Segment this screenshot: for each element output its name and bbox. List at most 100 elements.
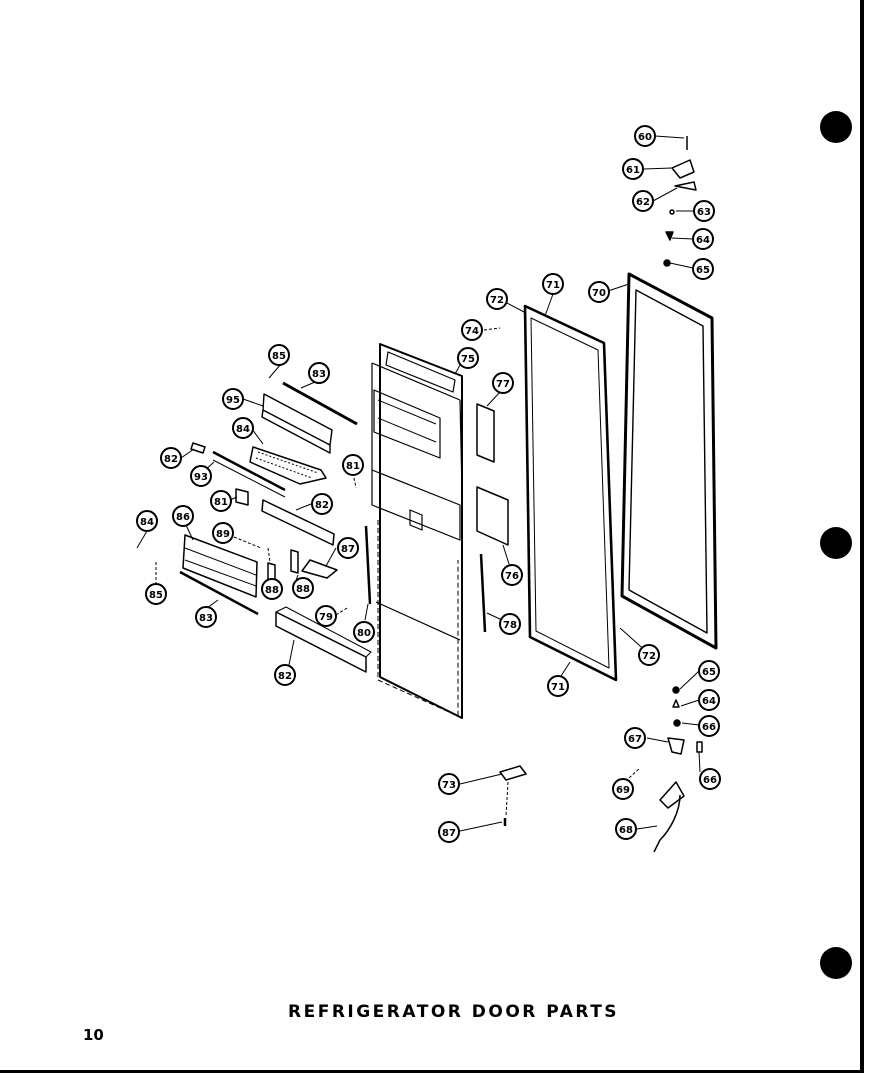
svg-text:93: 93 (194, 472, 208, 483)
svg-text:87: 87 (442, 828, 456, 839)
callout-87-left: 87 (337, 537, 359, 559)
svg-text:84: 84 (140, 517, 154, 528)
callout-77: 77 (492, 372, 514, 394)
callout-66-a: 66 (698, 715, 720, 737)
svg-text:87: 87 (341, 544, 355, 555)
svg-text:69: 69 (616, 785, 630, 796)
callout-81-right: 81 (342, 454, 364, 476)
svg-text:79: 79 (319, 612, 333, 623)
callout-69: 69 (612, 778, 634, 800)
svg-text:67: 67 (628, 734, 642, 745)
callout-66-b: 66 (699, 768, 721, 790)
svg-text:78: 78 (503, 620, 517, 631)
callout-64: 64 (692, 228, 714, 250)
callout-72-top: 72 (486, 288, 508, 310)
svg-text:62: 62 (636, 197, 650, 208)
part-shelf-middle (261, 499, 335, 546)
callout-64-lower: 64 (698, 689, 720, 711)
part-egg-tray (249, 446, 327, 485)
svg-text:82: 82 (315, 500, 329, 511)
callout-95: 95 (222, 388, 244, 410)
svg-text:81: 81 (214, 497, 228, 508)
svg-text:71: 71 (546, 280, 560, 291)
page-number: 10 (83, 1026, 104, 1044)
svg-text:88: 88 (296, 584, 310, 595)
svg-text:65: 65 (702, 667, 716, 678)
svg-text:64: 64 (702, 696, 716, 707)
svg-text:84: 84 (236, 424, 250, 435)
callout-89: 89 (212, 522, 234, 544)
svg-text:88: 88 (265, 585, 279, 596)
part-shelf-bar-lower (179, 570, 259, 616)
svg-text:83: 83 (312, 369, 326, 380)
part-vertical-strip-left (364, 525, 372, 605)
part-fitting-b (290, 549, 299, 574)
callout-68: 68 (615, 818, 637, 840)
svg-text:86: 86 (176, 512, 190, 523)
part-shelf-bar-top (282, 381, 358, 426)
svg-text:66: 66 (702, 722, 716, 733)
svg-text:73: 73 (442, 780, 456, 791)
callout-74: 74 (461, 319, 483, 341)
callout-80: 80 (353, 621, 375, 643)
svg-text:83: 83 (199, 613, 213, 624)
callout-73: 73 (438, 773, 460, 795)
svg-text:65: 65 (696, 265, 710, 276)
callout-72-lower: 72 (638, 644, 660, 666)
part-shelf-rail-upper (261, 393, 333, 454)
callout-88-b: 88 (292, 577, 314, 599)
callout-65: 65 (692, 258, 714, 280)
svg-text:85: 85 (272, 351, 286, 362)
part-hinge-lower (653, 686, 703, 853)
callout-71-lower: 71 (547, 675, 569, 697)
part-shelf-bottom (275, 606, 372, 673)
part-callouts: 60 61 62 63 64 65 70 71 72 74 75 77 85 8… (136, 125, 721, 843)
callout-76: 76 (501, 564, 523, 586)
part-panel-cover (476, 486, 509, 546)
part-bracket (235, 488, 249, 506)
callout-86: 86 (172, 505, 194, 527)
svg-text:80: 80 (357, 628, 371, 639)
callout-63: 63 (693, 200, 715, 222)
callout-84-left: 84 (136, 510, 158, 532)
part-shelf-strip (212, 450, 286, 492)
callout-71-top: 71 (542, 273, 564, 295)
callout-82-lower: 82 (274, 664, 296, 686)
diagram-title: REFRIGERATOR DOOR PARTS (288, 1002, 620, 1022)
callout-62: 62 (632, 190, 654, 212)
callout-79: 79 (315, 605, 337, 627)
svg-text:89: 89 (216, 529, 230, 540)
svg-text:74: 74 (465, 326, 479, 337)
callout-60: 60 (634, 125, 656, 147)
part-door-liner (523, 304, 618, 682)
diagram-page: 60 61 62 63 64 65 70 71 72 74 75 77 85 8… (0, 0, 864, 1073)
part-vertical-strip-right (479, 553, 487, 633)
leader-lines (136, 135, 701, 832)
callout-61: 61 (622, 158, 644, 180)
part-dispenser-cover (476, 403, 495, 463)
svg-text:81: 81 (346, 461, 360, 472)
exploded-parts-diagram: 60 61 62 63 64 65 70 71 72 74 75 77 85 8… (136, 111, 852, 979)
svg-text:85: 85 (149, 590, 163, 601)
svg-text:66: 66 (703, 775, 717, 786)
part-clip (190, 442, 206, 454)
svg-text:76: 76 (505, 571, 519, 582)
svg-text:77: 77 (496, 379, 510, 390)
svg-text:72: 72 (642, 651, 656, 662)
part-door-gasket (620, 272, 718, 650)
callout-85-top: 85 (268, 344, 290, 366)
part-shelf-strip-inner (212, 459, 286, 498)
svg-text:82: 82 (164, 454, 178, 465)
svg-text:63: 63 (697, 207, 711, 218)
svg-text:71: 71 (551, 682, 565, 693)
binder-hole-bottom (820, 947, 852, 979)
part-door-bin (182, 534, 258, 598)
callout-93: 93 (190, 465, 212, 487)
callout-81-left: 81 (210, 490, 232, 512)
part-hinge-block (499, 765, 527, 781)
part-fitting-c (301, 559, 338, 579)
svg-text:64: 64 (696, 235, 710, 246)
callout-65-lower: 65 (698, 660, 720, 682)
callout-78: 78 (499, 613, 521, 635)
callout-75: 75 (457, 347, 479, 369)
